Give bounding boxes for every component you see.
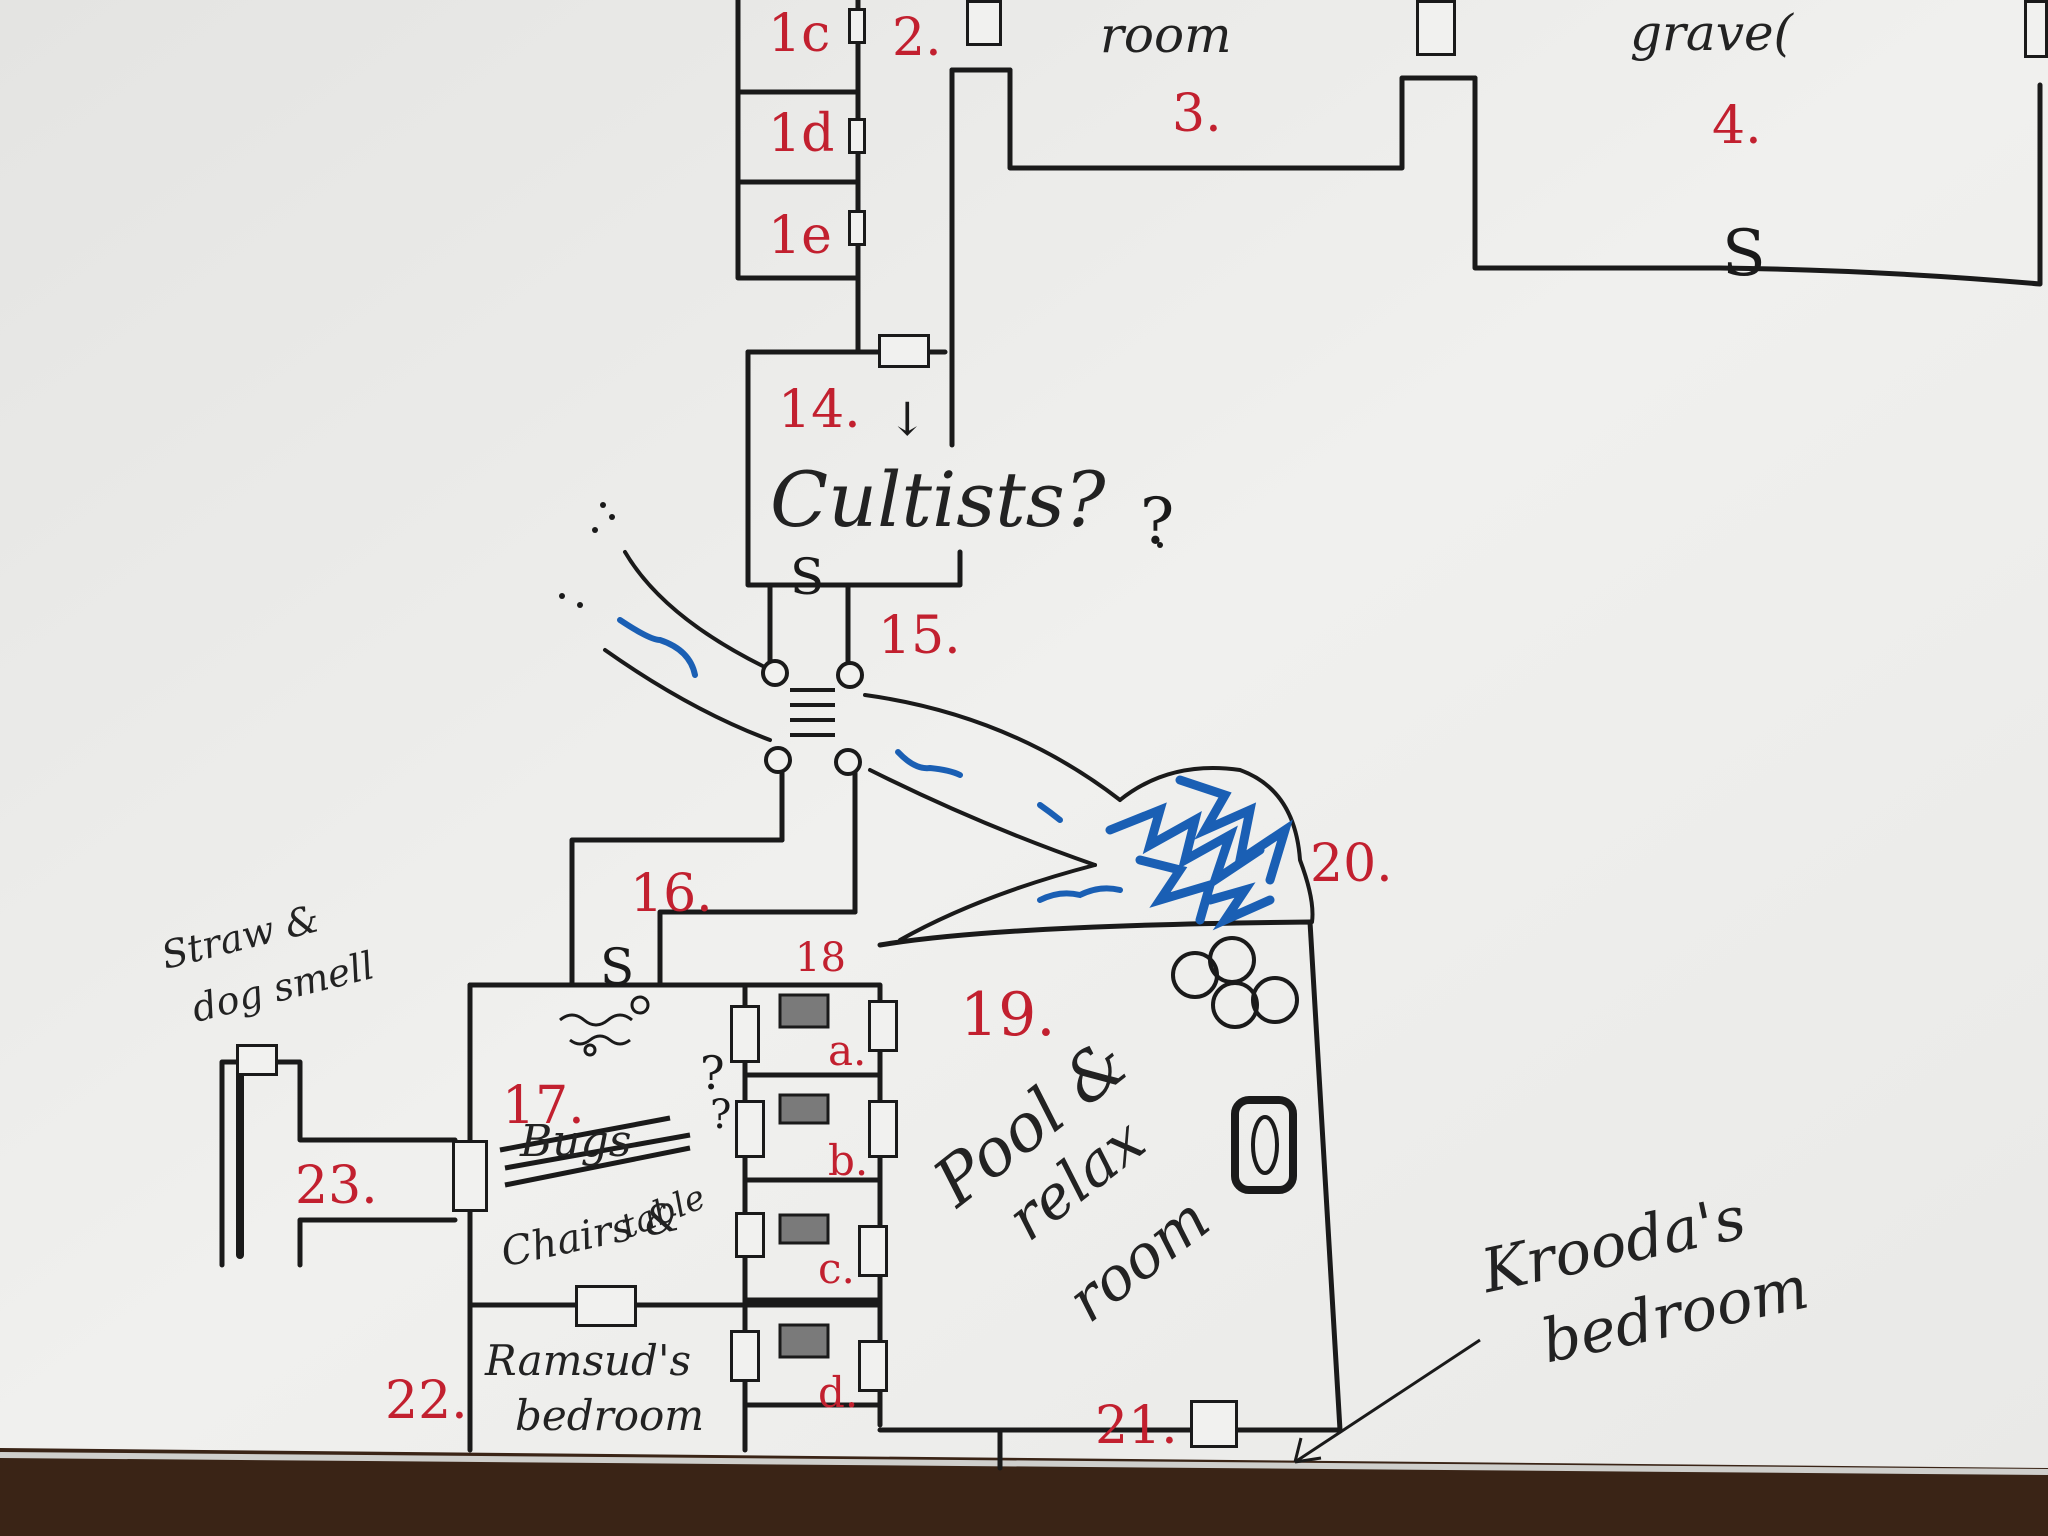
room-number-15: 15.: [878, 606, 961, 666]
door-21: [1190, 1400, 1238, 1448]
door-2: [966, 0, 1002, 46]
room-number-18d: d.: [818, 1368, 859, 1417]
question-mark-14: ?: [1140, 485, 1175, 559]
room-number-1e: 1e: [768, 206, 832, 266]
room-number-20: 20.: [1310, 834, 1393, 894]
door-18b-right: [868, 1100, 898, 1158]
room-number-18a: a.: [828, 1026, 867, 1075]
door-18d-left: [730, 1330, 760, 1382]
room-number-18c: c.: [818, 1244, 855, 1293]
door-1c: [848, 8, 866, 44]
door-1e: [848, 210, 866, 246]
door-18c-right: [858, 1225, 888, 1277]
door-14: [878, 334, 930, 368]
label-ramsud-line2: bedroom: [515, 1391, 705, 1440]
river-banks: [603, 550, 1315, 942]
door-straw: [236, 1044, 278, 1076]
secret-door-16: S: [600, 938, 635, 996]
river-mouth-dots: [559, 502, 1163, 608]
room-number-1d: 1d: [768, 104, 835, 164]
cell-beds: [778, 993, 830, 1359]
door-18b-left: [735, 1100, 765, 1158]
pool-basin: [1231, 1096, 1297, 1194]
label-room4: grave(: [1630, 4, 1794, 62]
room-number-3: 3.: [1172, 84, 1222, 144]
room-number-2: 2.: [892, 8, 942, 68]
label-ramsud-line1: Ramsud's: [485, 1336, 692, 1385]
room-number-18: 18: [795, 935, 846, 981]
room-number-22: 22.: [385, 1371, 468, 1431]
waterfall-scribble: [1105, 775, 1293, 931]
room-number-14: 14.: [778, 380, 861, 440]
label-bugs-crossed: Bugs: [520, 1116, 632, 1167]
strike-scribble: [499, 1115, 691, 1188]
door-1d: [848, 118, 866, 154]
water-marks: [617, 617, 1123, 903]
paper-sheet: [0, 0, 2048, 1468]
label-room3: room: [1100, 6, 1232, 64]
room-number-4: 4.: [1712, 96, 1762, 156]
door-22: [575, 1285, 637, 1327]
ladder-stairs: [761, 659, 864, 776]
room-number-21: 21.: [1095, 1396, 1178, 1456]
door-18a-left: [730, 1005, 760, 1063]
door-18a-right: [868, 1000, 898, 1052]
room-walls: [219, 0, 2043, 1471]
label-cultists: Cultists?: [770, 455, 1106, 544]
room-number-1c: 1c: [768, 4, 831, 64]
door-18c-left: [735, 1212, 765, 1258]
secret-door-4: S: [1722, 217, 1766, 291]
room-number-19: 19.: [960, 980, 1056, 1050]
room-number-23: 23.: [295, 1156, 378, 1216]
door-3: [1416, 0, 1456, 56]
door-4: [2024, 0, 2048, 58]
room-number-17: 17.: [502, 1076, 585, 1136]
door-23: [452, 1140, 488, 1212]
relax-stones: [1171, 936, 1299, 1029]
room-number-16: 16.: [630, 864, 713, 924]
question-mark-17: ?: [700, 1046, 725, 1100]
secret-door-14: S: [790, 548, 825, 606]
straw-pile: [559, 995, 650, 1057]
krooda-arrow: [1293, 1338, 1481, 1464]
room-number-18b: b.: [828, 1136, 869, 1185]
question-mark-17b: ?: [710, 1092, 732, 1138]
stairs-down-arrow: ↓: [888, 392, 927, 446]
door-18d-right: [858, 1340, 888, 1392]
